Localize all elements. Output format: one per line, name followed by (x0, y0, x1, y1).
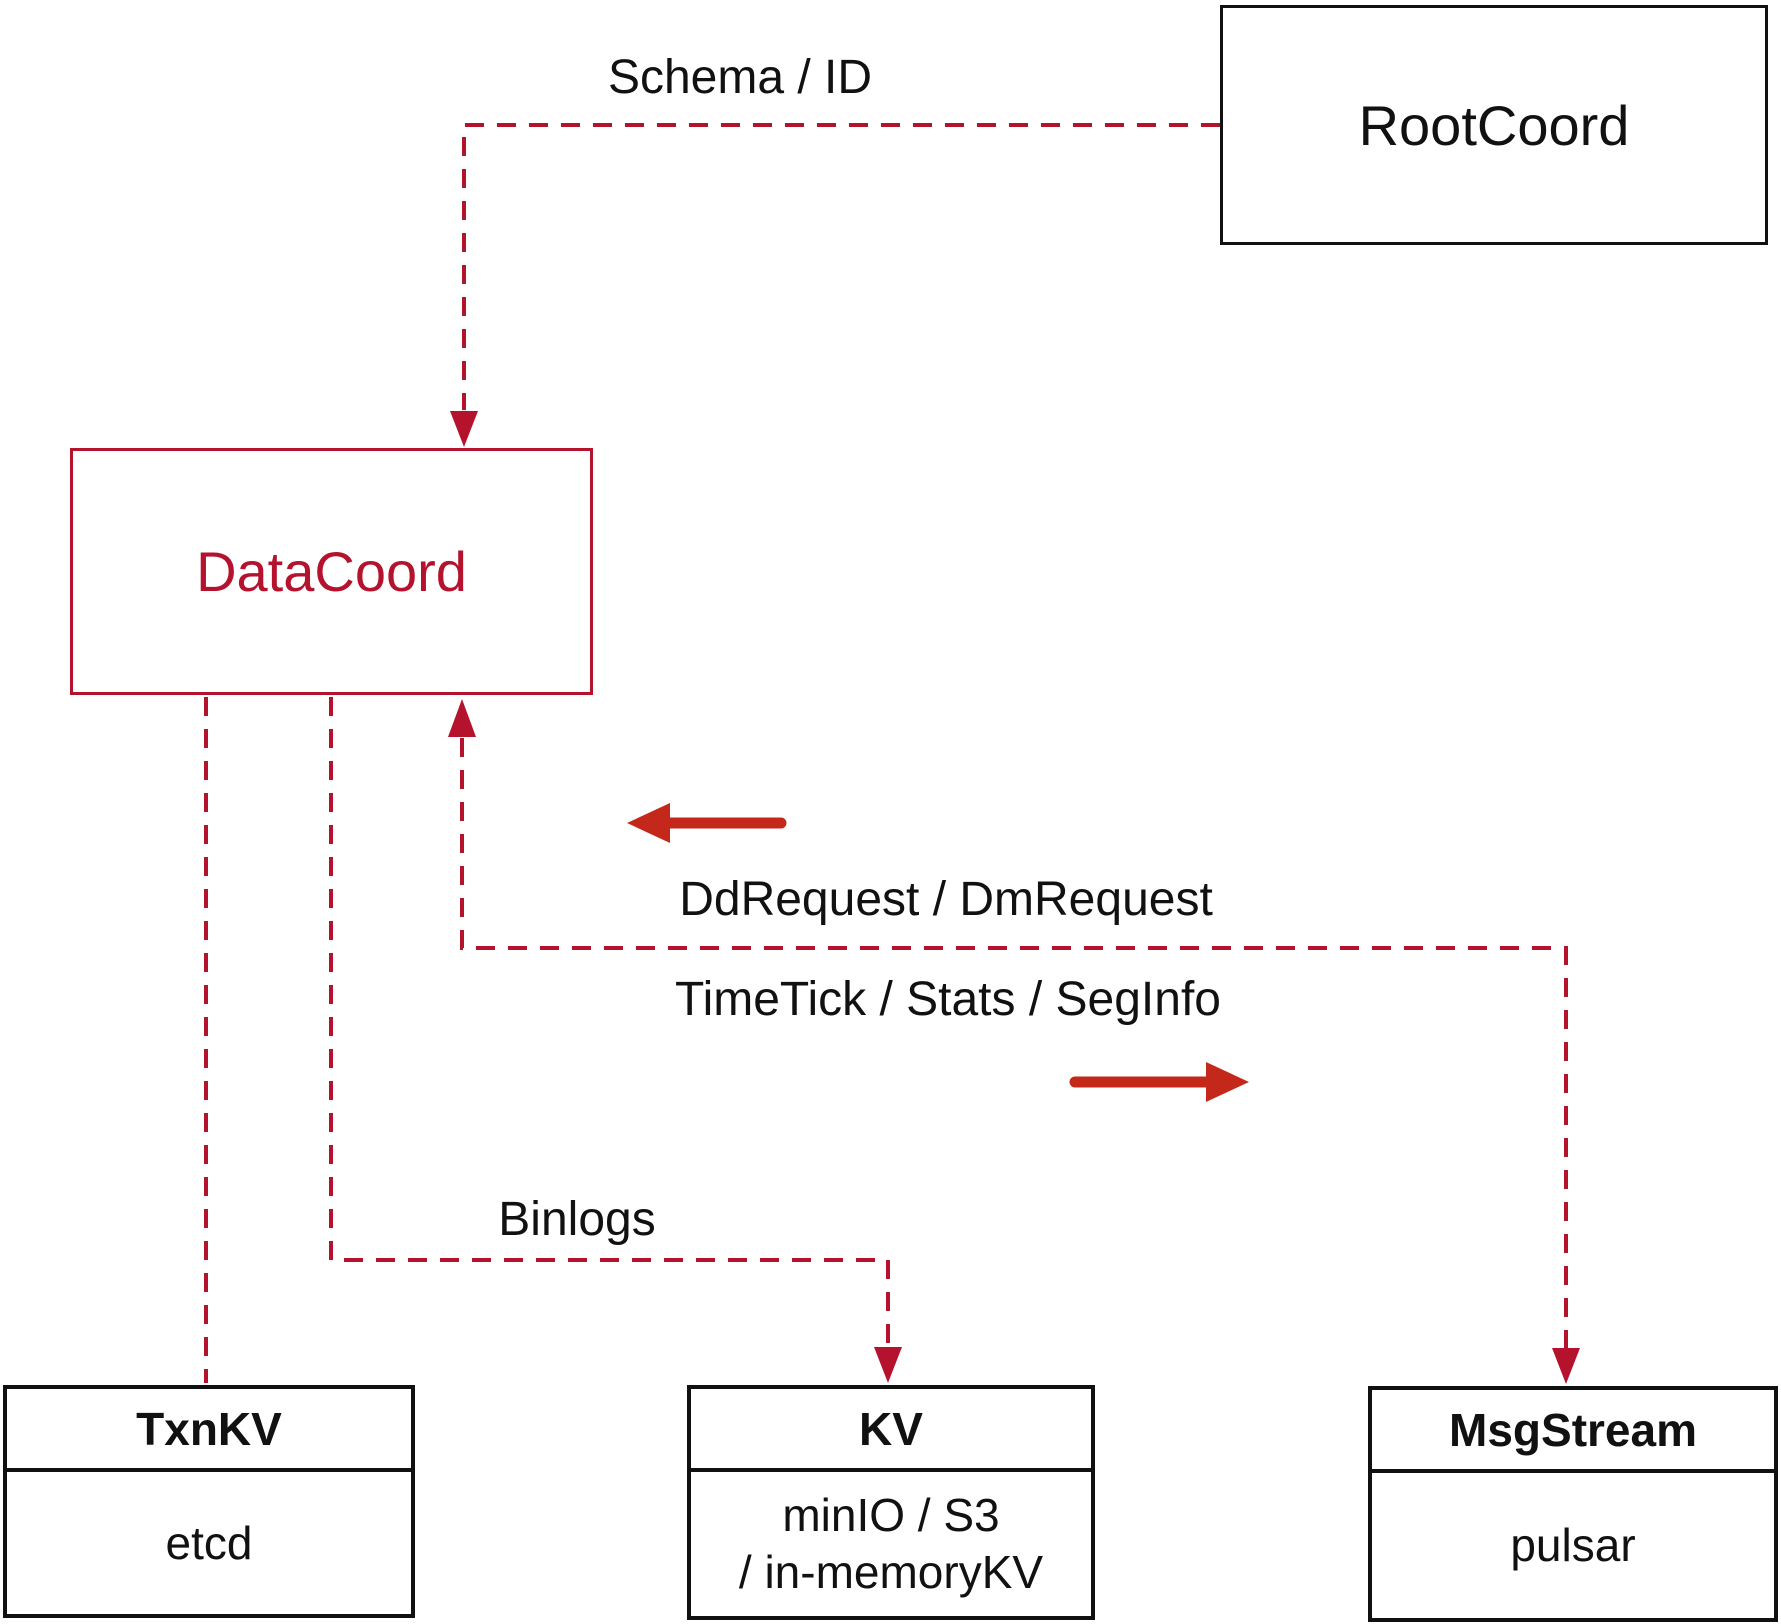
node-kv-body: minIO / S3 / in-memoryKV (691, 1472, 1091, 1616)
node-kv-title: KV (691, 1389, 1091, 1472)
flow-arrow-right (1069, 1062, 1249, 1102)
node-rootcoord: RootCoord (1220, 5, 1768, 245)
node-msgstream-title: MsgStream (1372, 1390, 1774, 1473)
arrowhead-down-into-kv-top (874, 1347, 902, 1383)
edge-label-ddrequest-dmrequest: DdRequest / DmRequest (679, 873, 1213, 926)
edge-datacoord-to-kv (329, 697, 890, 1346)
node-datacoord: DataCoord (70, 448, 593, 695)
edge-rootcoord-to-datacoord (462, 123, 1220, 410)
edge-label-binlogs: Binlogs (498, 1193, 656, 1246)
node-datacoord-label: DataCoord (196, 540, 467, 603)
node-kv: KV minIO / S3 / in-memoryKV (687, 1385, 1095, 1620)
node-kv-body-line2: / in-memoryKV (738, 1546, 1044, 1598)
arrowhead-down-into-msgstream-top (1552, 1348, 1580, 1384)
arrowhead-down-into-datacoord-top (450, 411, 478, 447)
node-txnkv-body: etcd (165, 1516, 253, 1569)
node-txnkv-title: TxnKV (7, 1389, 411, 1472)
edge-label-timetick-stats-seginfo: TimeTick / Stats / SegInfo (675, 973, 1221, 1026)
flow-arrow-left (627, 803, 787, 843)
edge-label-schema-id: Schema / ID (607, 51, 873, 104)
node-txnkv: TxnKV etcd (3, 1385, 415, 1618)
arrowhead-up-into-datacoord-bottom (448, 699, 476, 737)
node-kv-body-line1: minIO / S3 (782, 1489, 1000, 1541)
node-rootcoord-label: RootCoord (1358, 93, 1630, 157)
node-msgstream-body: pulsar (1510, 1519, 1636, 1571)
node-msgstream: MsgStream pulsar (1368, 1386, 1778, 1622)
edge-datacoord-to-msgstream (460, 738, 1568, 1348)
